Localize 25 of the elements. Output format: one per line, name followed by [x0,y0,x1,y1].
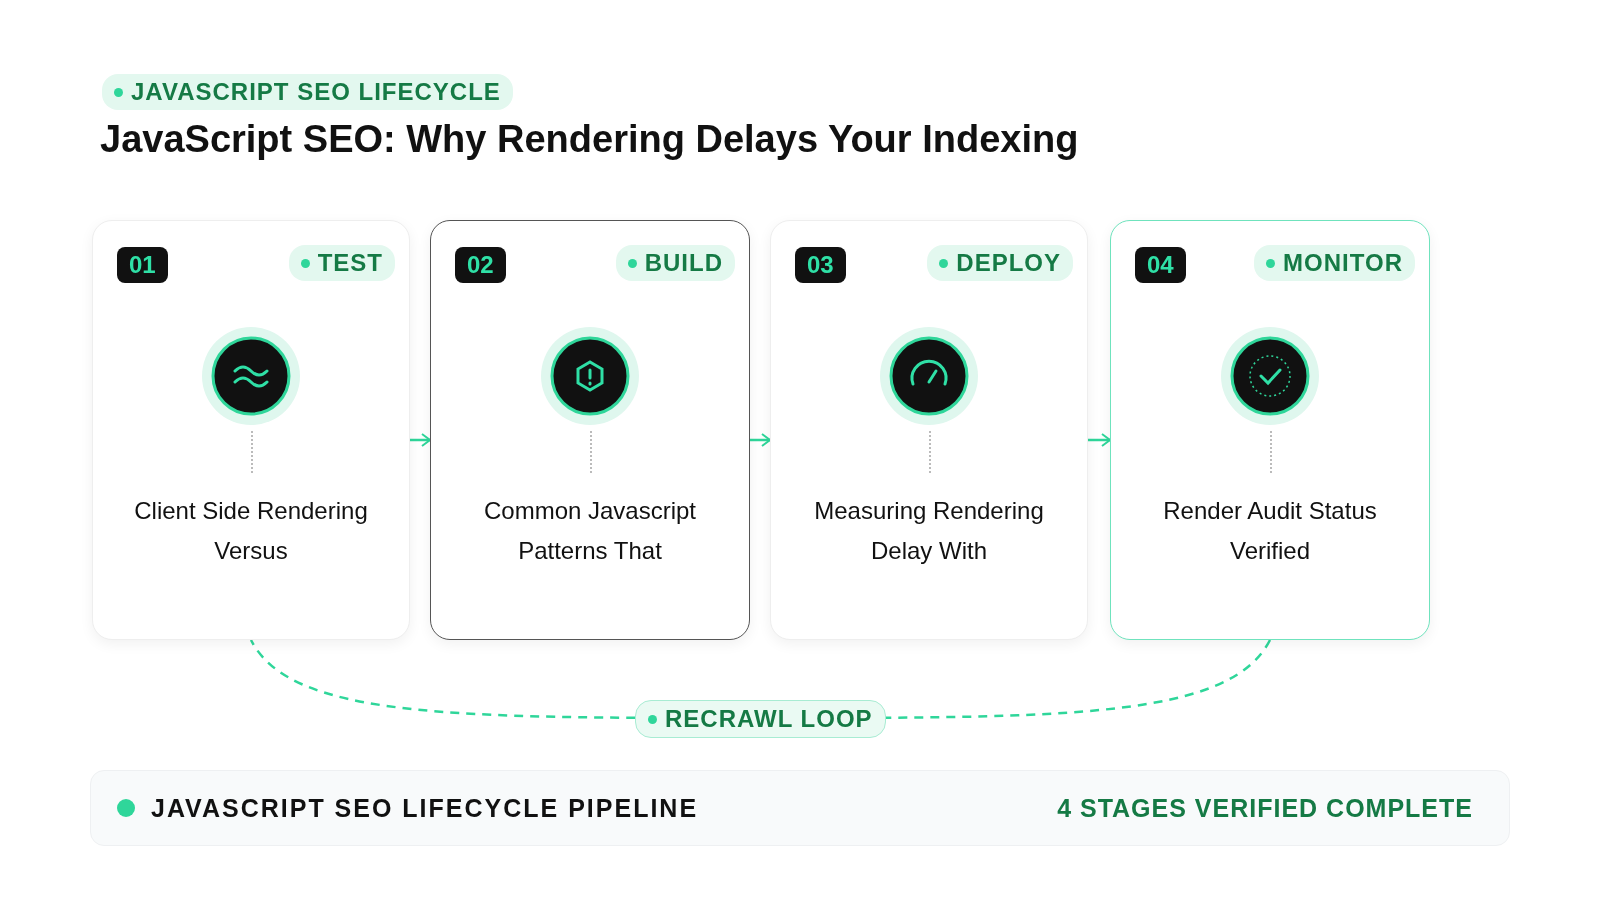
arrow [410,433,431,447]
pipeline-label: JAVASCRIPT SEO LIFECYCLE PIPELINE [117,793,699,823]
stage-card [1110,220,1430,640]
stage-title: Measuring Rendering Delay With [813,496,1045,566]
arrow [750,433,771,447]
edge-label: RECRAWL LOOP [635,700,886,738]
stage-title: Client Side Rendering Versus [133,496,369,566]
page-title: JavaScript SEO: Why Rendering Delays Your Indexing [100,118,1079,161]
step-number: 01 [117,247,168,283]
stage-title: Render Audit Status Verified [1162,496,1378,566]
stage-card [430,220,750,640]
stage-card [92,220,410,640]
stage-tag: BUILD [615,245,735,281]
step-number: 02 [455,247,506,283]
arrow [1088,433,1111,447]
section-tag: JAVASCRIPT SEO LIFECYCLE [102,74,513,110]
stage-card [770,220,1088,640]
step-number: 03 [795,247,846,283]
status-text: 4 STAGES VERIFIED COMPLETE [1057,793,1473,823]
stage-title: Common Javascript Patterns That [482,496,698,566]
stage-tag: DEPLOY [927,245,1073,281]
step-number: 04 [1135,247,1186,283]
stage-tag: TEST [288,245,395,281]
status-bar [90,770,1510,846]
stage-tag: MONITOR [1254,245,1415,281]
